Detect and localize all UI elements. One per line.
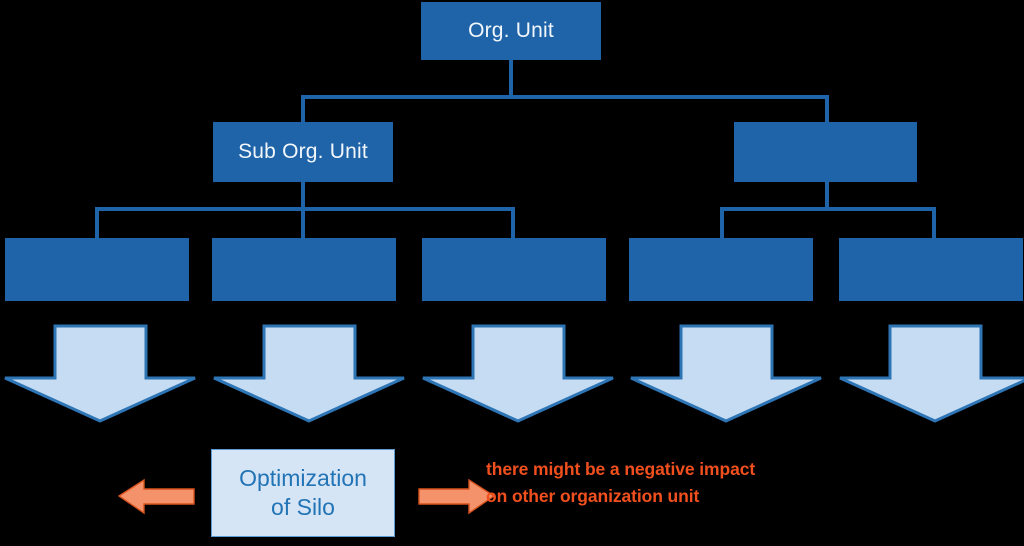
connector-l3-child-3-drop	[511, 207, 515, 238]
connector-l1-drop	[509, 60, 513, 97]
org-box-sub-org-unit[interactable]: Sub Org. Unit	[213, 122, 393, 182]
connector-l3-child-4-drop	[720, 207, 724, 238]
org-box-label: Org. Unit	[468, 19, 554, 43]
connector-l2-right-stem	[825, 182, 829, 209]
down-arrow-5	[838, 324, 1024, 424]
org-box-org-unit[interactable]: Org. Unit	[421, 2, 601, 60]
connector-l2-bus	[301, 95, 829, 99]
optimization-of-silo-box[interactable]: Optimization of Silo	[211, 449, 395, 537]
org-box-leaf-2[interactable]	[212, 238, 396, 301]
down-arrow-3	[421, 324, 616, 424]
connector-l3-child-2-drop	[301, 207, 305, 238]
connector-l2-left-drop	[301, 95, 305, 122]
left-pointing-arrow	[118, 476, 196, 516]
right-pointing-arrow	[417, 476, 495, 516]
down-arrow-2	[212, 324, 407, 424]
down-arrow-4	[629, 324, 824, 424]
org-box-label: Sub Org. Unit	[238, 140, 368, 164]
connector-l3-child-1-drop	[95, 207, 99, 238]
silo-label-line-2: of Silo	[271, 494, 335, 520]
connector-l2-right-drop	[825, 95, 829, 122]
down-arrow-1	[3, 324, 198, 424]
silo-label-line-1: Optimization	[239, 464, 367, 491]
org-box-leaf-3[interactable]	[422, 238, 606, 301]
org-box-leaf-5[interactable]	[839, 238, 1023, 301]
negative-impact-note: there might be a negative impact on othe…	[486, 459, 756, 506]
connector-l3-child-5-drop	[932, 207, 936, 238]
connector-l3-left-bus	[95, 207, 515, 211]
connector-l3-right-bus	[720, 207, 936, 211]
org-box-leaf-1[interactable]	[5, 238, 189, 301]
org-box-leaf-4[interactable]	[629, 238, 813, 301]
org-box-sub-org-unit-right[interactable]	[734, 122, 917, 182]
connector-l2-left-stem	[301, 182, 305, 209]
